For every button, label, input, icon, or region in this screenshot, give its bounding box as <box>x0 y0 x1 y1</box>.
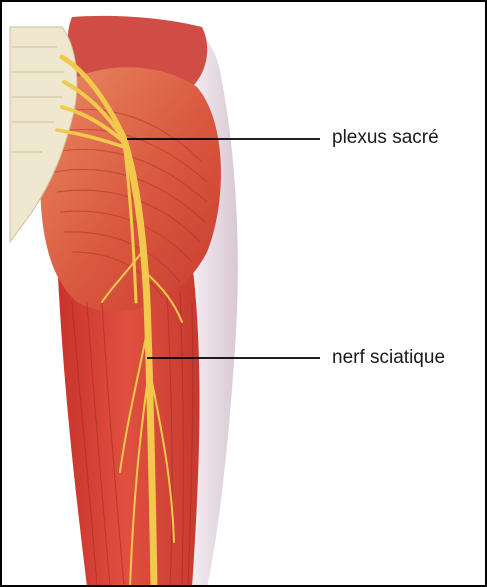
sciatic-nerve-label: nerf sciatique <box>332 348 445 367</box>
sacral-plexus-label: plexus sacré <box>332 128 439 147</box>
